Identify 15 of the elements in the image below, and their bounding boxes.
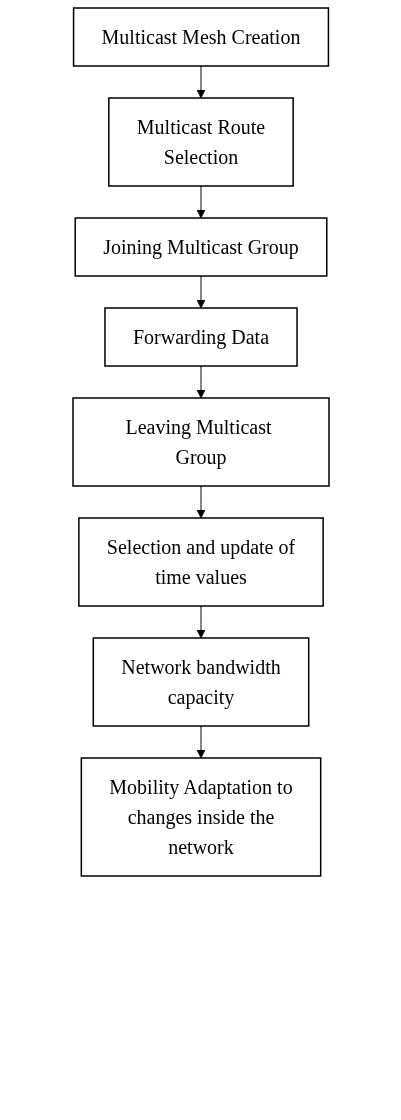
node-box: Leaving Multicast Group	[71, 397, 330, 487]
arrow	[196, 185, 205, 219]
node-box: Network bandwidth capacity	[92, 637, 309, 727]
arrow	[196, 65, 205, 99]
node-box: Mobility Adaptation to changes inside the network	[80, 757, 321, 877]
arrow	[196, 365, 205, 399]
node-box: Joining Multicast Group	[74, 217, 327, 277]
node-box: Forwarding Data	[103, 307, 298, 367]
node-box: Multicast Route Selection	[107, 97, 294, 187]
node-box: Multicast Mesh Creation	[72, 7, 329, 67]
arrow	[196, 725, 205, 759]
arrow	[196, 275, 205, 309]
arrow	[196, 605, 205, 639]
arrow	[196, 485, 205, 519]
node-box: Selection and update of time values	[77, 517, 324, 607]
